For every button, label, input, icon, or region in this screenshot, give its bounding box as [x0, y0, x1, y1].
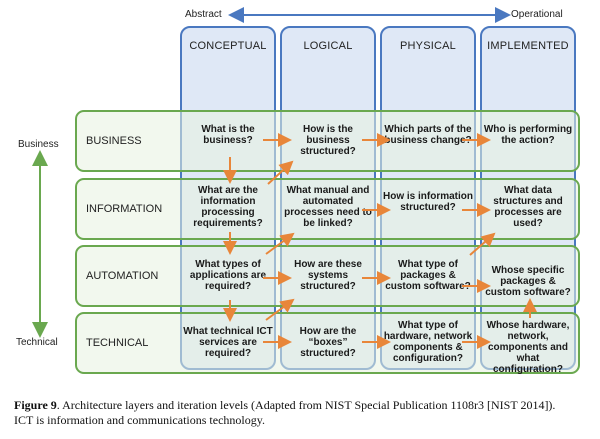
row-information — [75, 178, 580, 240]
arrow-diagonal-automation-information-implemented — [469, 232, 496, 256]
figure-caption: Figure 9. Architecture layers and iterat… — [14, 398, 574, 428]
cell-business-physical: Which parts of the business change? — [384, 124, 472, 146]
axis-label-abstract: Abstract — [185, 9, 222, 20]
row-label-technical: TECHNICAL — [86, 337, 149, 349]
cell-automation-physical: What type of packages & custom software? — [385, 259, 471, 292]
column-header-implemented: IMPLEMENTED — [487, 40, 569, 52]
row-label-business: BUSINESS — [86, 135, 142, 147]
cell-business-logical: How is the business structured? — [300, 124, 356, 157]
caption-text: . Architecture layers and iteration leve… — [14, 398, 556, 427]
cell-information-logical: What manual and automated processes need… — [284, 185, 372, 229]
cell-information-implemented: What data structures and processes are u… — [493, 185, 563, 229]
axis-label-operational: Operational — [511, 9, 563, 20]
cell-information-conceptual: What are the information processing requ… — [193, 185, 263, 229]
column-header-logical: LOGICAL — [303, 40, 353, 52]
cell-technical-logical: How are the “boxes” structured? — [299, 326, 357, 359]
row-label-automation: AUTOMATION — [86, 270, 159, 282]
cell-business-implemented: Who is performing the action? — [483, 124, 573, 146]
cell-technical-implemented: Whose hardware, network, components and … — [486, 320, 570, 375]
column-header-physical: PHYSICAL — [399, 40, 456, 52]
row-automation — [75, 245, 580, 307]
row-technical — [75, 312, 580, 374]
axis-label-business: Business — [18, 139, 59, 150]
cell-technical-physical: What type of hardware, network component… — [383, 320, 473, 364]
arrow-diagonal-information-business — [267, 160, 294, 185]
cell-business-conceptual: What is the business? — [201, 124, 255, 146]
cell-automation-logical: How are these systems structured? — [294, 259, 362, 292]
arrow-diagonal-automation-information — [265, 232, 295, 255]
cell-technical-conceptual: What technical ICT services are required… — [183, 326, 273, 359]
cell-automation-conceptual: What types of applications are required? — [189, 259, 267, 292]
cell-information-physical: How is information structured? — [383, 191, 473, 213]
axis-label-technical: Technical — [16, 337, 58, 348]
row-label-information: INFORMATION — [86, 203, 163, 215]
row-business — [75, 110, 580, 172]
column-header-conceptual: CONCEPTUAL — [189, 40, 267, 52]
cell-automation-implemented: Whose specific packages & custom softwar… — [485, 265, 571, 298]
figure-label: Figure 9 — [14, 398, 57, 412]
arrow-diagonal-technical-automation — [265, 298, 295, 321]
